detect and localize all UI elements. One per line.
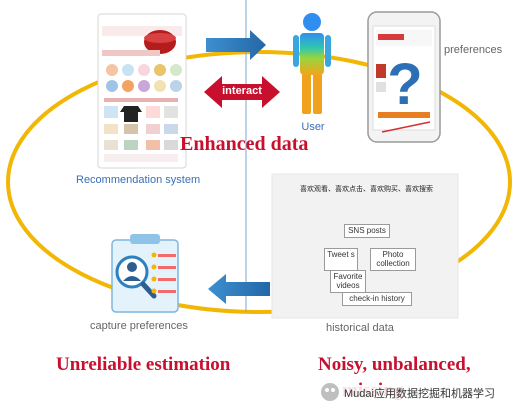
historical-data-label: historical data bbox=[326, 322, 394, 334]
sns-posts-card: SNS posts bbox=[344, 224, 390, 238]
product-grid bbox=[104, 64, 182, 162]
unreliable-estimation-label: Unreliable estimation bbox=[56, 354, 231, 375]
check-in-history-card: check-in history bbox=[342, 292, 412, 306]
to-capture-arrow bbox=[208, 274, 270, 304]
wechat-badge-icon bbox=[321, 383, 339, 401]
clipboard-magnifier-icon bbox=[111, 234, 179, 313]
interact-arrow bbox=[204, 76, 280, 108]
recommendation-app-screen bbox=[97, 13, 187, 169]
favorite-videos-card: Favorite videos bbox=[330, 270, 366, 293]
preferences-label: preferences bbox=[444, 44, 503, 56]
tweets-card: Tweet s bbox=[324, 248, 358, 271]
photo-collection-text: Photo collection bbox=[376, 250, 410, 268]
photo-collection-card: Photo collection bbox=[370, 248, 416, 271]
recommendation-system-label: Recommendation system bbox=[76, 174, 201, 186]
tweets-text: Tweet s bbox=[327, 250, 355, 259]
user-figure-icon bbox=[293, 13, 331, 114]
svg-text:?: ? bbox=[387, 52, 422, 117]
phone-question-icon: ? bbox=[367, 11, 441, 143]
favorite-videos-text: Favorite videos bbox=[333, 272, 363, 290]
cycle-ring bbox=[6, 50, 512, 314]
watermark-text: Mudai应用数据挖掘和机器学习 bbox=[342, 385, 497, 401]
user-label: User bbox=[301, 121, 325, 133]
enhanced-data-label: Enhanced data bbox=[180, 133, 309, 155]
interact-label: interact bbox=[222, 85, 262, 97]
historical-header-tags: 喜欢观看、喜欢点击、喜欢购买、喜欢搜索 bbox=[300, 186, 433, 193]
capture-preferences-label: capture preferences bbox=[90, 320, 188, 332]
to-user-arrow bbox=[206, 30, 266, 60]
noisy-unbalanced-label: Noisy, unbalanced, bbox=[318, 354, 471, 375]
